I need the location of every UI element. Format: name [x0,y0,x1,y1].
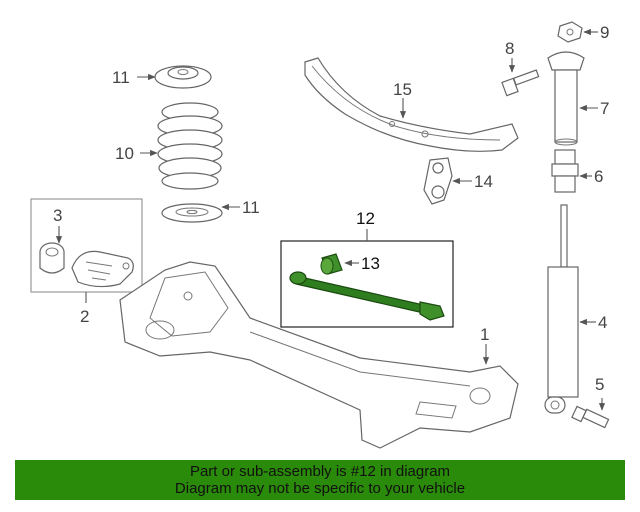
track-bar[interactable] [289,271,445,321]
callout-11-lower: 11 [242,198,260,217]
callout-1: 1 [480,325,489,344]
bump-stop[interactable] [551,149,579,193]
callout-14: 14 [474,172,493,191]
crossmember[interactable] [304,57,519,152]
callout-7: 7 [600,99,609,118]
callout-8: 8 [505,39,514,58]
bushing-bracket[interactable] [71,250,134,288]
callout-11-upper: 11 [112,68,130,87]
callout-2: 2 [80,307,89,326]
shock-absorber[interactable] [544,204,579,414]
callout-5: 5 [595,375,604,394]
info-banner: Part or sub-assembly is #12 in diagram D… [15,460,625,500]
rear-axle-beam[interactable] [119,261,519,449]
shock-nut[interactable] [557,21,583,43]
bolt-lower[interactable] [571,405,610,429]
parts-diagram: 11 10 11 3 2 15 [30,21,610,449]
spring-seat-upper[interactable] [154,65,212,89]
banner-line-2: Diagram may not be specific to your vehi… [174,480,466,497]
callout-15: 15 [393,80,412,99]
callout-3: 3 [53,206,62,225]
callout-10: 10 [115,144,134,163]
mount-bracket[interactable] [423,157,453,205]
bolt-upper[interactable] [501,69,540,97]
banner-line-1: Part or sub-assembly is #12 in diagram [189,463,451,480]
callout-4: 4 [598,313,607,332]
axle-bushing[interactable] [39,242,65,274]
callout-12: 12 [356,209,375,228]
track-bar-bushing[interactable] [320,253,343,275]
callout-13: 13 [361,254,380,273]
callout-6: 6 [594,167,603,186]
spring-seat-lower[interactable] [161,203,223,223]
callout-9: 9 [600,23,609,42]
coil-spring[interactable] [157,102,223,190]
dust-boot[interactable] [547,51,585,146]
